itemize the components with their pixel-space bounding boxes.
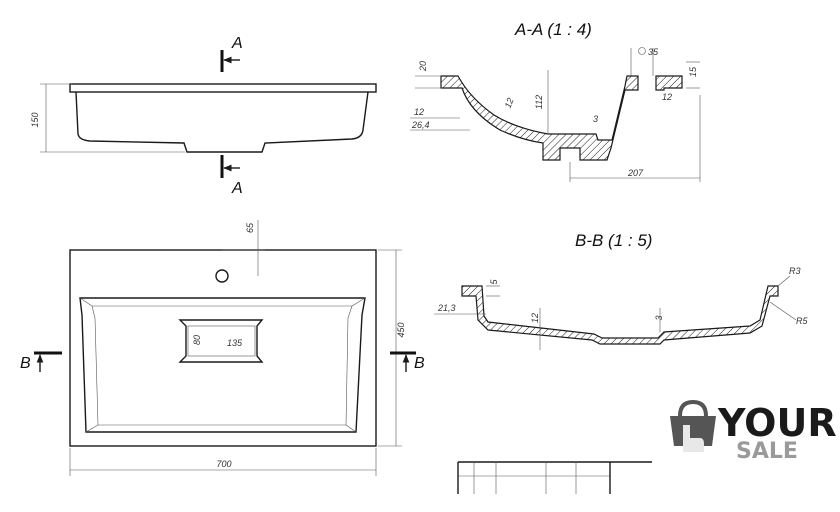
dim-aa-offset: 26,4 [411,120,430,130]
dim-aa-width: 207 [627,168,644,178]
dim-side-height: 150 [30,112,40,127]
faucet-hole [215,269,229,283]
section-bb-profile [461,285,779,345]
dim-aa-lip: 12 [414,107,424,117]
watermark-sub: SALE [736,439,798,464]
dim-bb-offset: 21,3 [437,303,456,313]
marker-a-bottom: A [231,180,243,197]
top-view-bowl [79,297,366,433]
section-aa-right-rim [655,75,683,91]
dim-top-width: 700 [216,459,231,469]
dim-bb-r-small: R3 [789,266,801,276]
side-view: 150 A A [30,35,377,197]
marker-b-right: B [414,355,425,372]
dim-aa-wall: 12 [503,97,516,110]
watermark-logo: YOUR SALE [670,399,837,464]
section-bb: B-B (1 : 5) 5 21,3 12 3 R3 R5 [434,231,808,350]
dim-aa-depth: 112 [534,95,544,109]
section-aa: A-A (1 : 4) 20 12 26,4 12 112 3 35 15 12… [410,20,701,182]
top-view: 80 135 65 450 700 B B [20,220,425,476]
dim-top-drain-w: 135 [227,338,243,348]
title-block [457,461,652,494]
dim-aa-hole: 35 [648,47,659,57]
dim-top-hole-offset: 65 [245,222,255,233]
top-view-outline [69,249,377,447]
watermark-word: YOUR [717,401,837,445]
dim-aa-rim-height: 20 [418,61,428,72]
dim-bb-r-large: R5 [796,316,808,326]
dim-bb-drain: 3 [654,315,664,320]
marker-a-top: A [231,35,243,52]
dim-bb-rim: 5 [489,279,499,285]
section-aa-title: A-A (1 : 4) [514,20,592,39]
dim-aa-right-lip: 12 [662,92,672,102]
dim-top-drain-h: 80 [192,335,202,345]
section-aa-profile [440,75,639,161]
shopping-bag-hand-icon [670,399,716,452]
top-view-drain [178,319,264,363]
dim-bb-wall: 12 [530,313,540,323]
dim-aa-right-height: 15 [688,66,698,77]
dim-aa-drain: 3 [593,114,598,124]
marker-b-left: B [20,355,31,372]
dim-top-depth: 450 [396,322,406,337]
side-view-basin [75,91,369,153]
side-view-rim [69,83,377,93]
section-bb-title: B-B (1 : 5) [575,231,652,250]
